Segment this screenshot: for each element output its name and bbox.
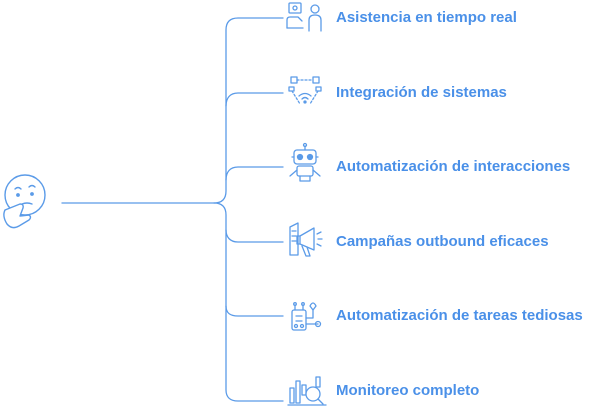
robot-arm-tools-icon [291,302,322,331]
item-label-monitoreo: Monitoreo completo [336,382,480,399]
monitoring-chart-icon [287,376,327,406]
branch-line [213,17,284,204]
branch-line [225,166,284,181]
item-label-integracion: Integración de sistemas [336,84,507,101]
branch-line [213,202,284,402]
network-integration-icon [288,76,322,105]
branch-line [225,305,284,317]
branch-line [225,229,284,243]
item-label-automatizacion-tareas: Automatización de tareas tediosas [336,307,583,324]
robot-icon [289,142,321,182]
item-label-automatizacion-interacciones: Automatización de interacciones [336,158,571,175]
thinking-face-icon [3,174,46,229]
support-agent-icon [286,2,322,32]
item-label-campanas: Campañas outbound eficaces [336,233,549,250]
megaphone-campaign-icon [289,222,323,257]
branch-line [225,92,284,107]
item-label-asistencia: Asistencia en tiempo real [336,9,517,26]
